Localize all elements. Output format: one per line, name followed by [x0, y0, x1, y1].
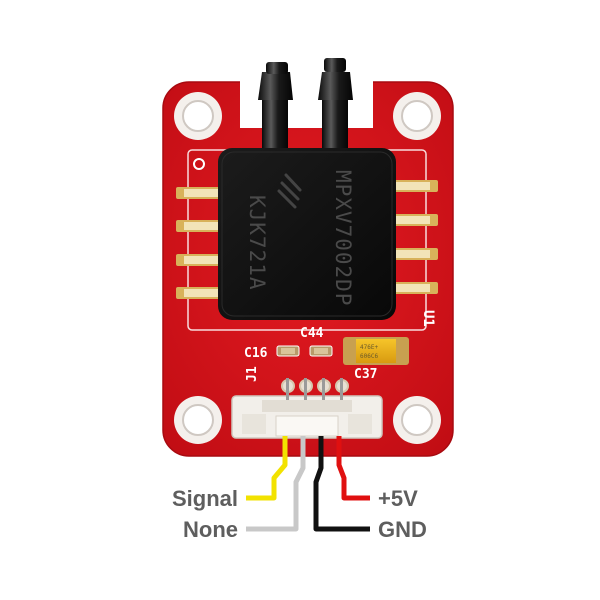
mounting-hole-bottom-left: [174, 396, 222, 444]
capacitor-marking-1: 476E+: [360, 344, 378, 351]
pressure-port-left: [258, 62, 293, 156]
silk-c37: C37: [354, 367, 377, 382]
chip-part-number: MPXV7002DP: [331, 170, 355, 306]
wire-none: [246, 436, 306, 532]
label-none: None: [183, 517, 238, 542]
mounting-hole-bottom-right: [393, 396, 441, 444]
manufacturer-logo-icon: [277, 173, 302, 209]
wire-signal: [246, 436, 288, 501]
smd-capacitor-c44: [309, 345, 333, 357]
silk-c16: C16: [244, 346, 268, 361]
sensor-chip: MPXV7002DP KJK721A: [218, 148, 396, 320]
silk-u1: U1: [420, 310, 436, 327]
capacitor-marking-2: 606C6: [360, 353, 378, 360]
pressure-port-right: [318, 58, 353, 156]
label-signal: Signal: [172, 486, 238, 511]
label-gnd: GND: [378, 517, 427, 542]
pin1-marker: [193, 158, 205, 170]
smd-capacitor-c16: [276, 345, 300, 357]
j1-connector: [231, 378, 383, 439]
mounting-hole-top-right: [393, 92, 441, 140]
right-pin-pads: [386, 180, 438, 294]
wire-gnd: [313, 436, 370, 532]
chip-lot-code: KJK721A: [245, 195, 269, 291]
mounting-hole-top-left: [174, 92, 222, 140]
wire-vcc: [336, 436, 370, 501]
silk-j1: J1: [245, 366, 260, 382]
left-pin-pads: [176, 187, 228, 299]
label-vcc: +5V: [378, 486, 418, 511]
silk-c44: C44: [300, 326, 324, 341]
tantalum-capacitor-c37: 476E+ 606C6: [343, 337, 409, 365]
